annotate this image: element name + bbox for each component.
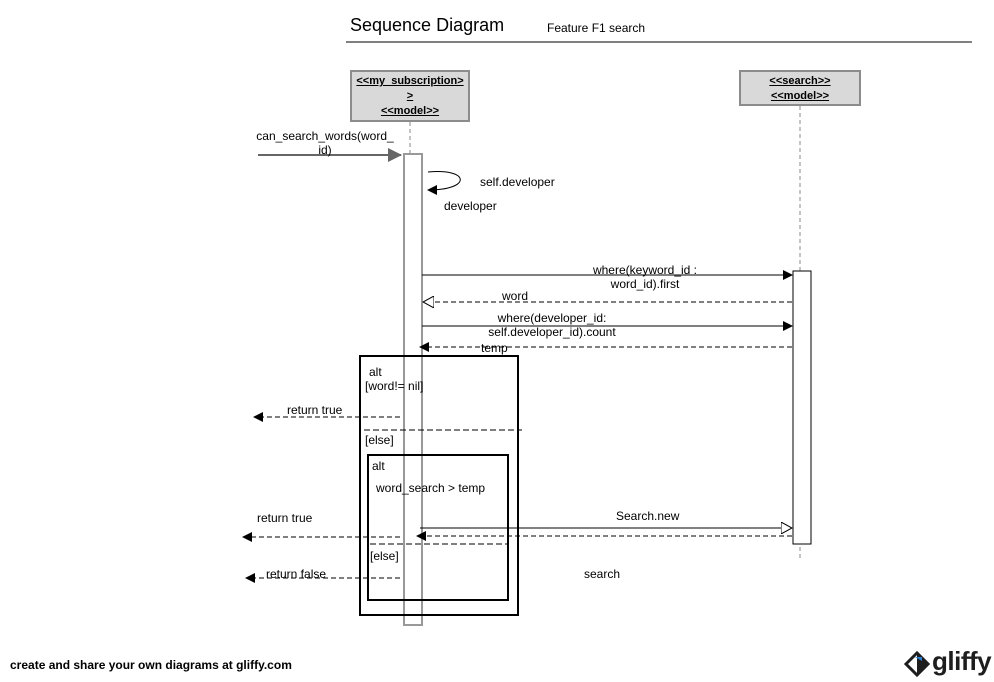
self-call-label: self.developer	[480, 175, 555, 189]
lifeline-search-line2: <<model>>	[770, 90, 830, 102]
activation-search	[792, 270, 812, 545]
activation-my-subscription	[403, 153, 423, 626]
where-developer-line2: self.developer_id).count	[488, 325, 616, 339]
outer-alt-label: alt	[369, 365, 382, 379]
diagram-subtitle: Feature F1 search	[547, 21, 646, 35]
where-developer-line1: where(developer_id:	[497, 311, 607, 325]
inner-alt-else: [else]	[370, 549, 399, 563]
self-return-label: developer	[444, 199, 497, 213]
word-return-label: word	[502, 289, 529, 303]
lifeline-my-subscription[interactable]: <<my_subscription> > <<model>>	[350, 70, 470, 122]
search-new-label: Search.new	[616, 509, 680, 523]
gliffy-logo[interactable]: gliffy	[902, 646, 992, 680]
diagram-title: Sequence Diagram	[350, 15, 505, 35]
outer-alt-else: [else]	[365, 433, 394, 447]
outer-alt-guard: [word!= nil]	[365, 379, 424, 393]
incoming-message-label: can_search_words(word_ id)	[250, 129, 400, 157]
search-return-label: search	[584, 567, 621, 581]
lifeline-my-subscription-line2: >	[406, 90, 414, 102]
where-developer-label: where(developer_id: self.developer_id).c…	[472, 311, 632, 339]
gliffy-logo-text: gliffy	[932, 646, 992, 676]
where-keyword-line1: where(keyword_id :	[592, 263, 698, 277]
lifeline-search-line1: <<search>>	[769, 75, 831, 87]
where-keyword-line2: word_id).first	[610, 277, 680, 291]
gliffy-logo-icon	[903, 650, 931, 678]
self-call-arrow	[427, 171, 461, 195]
return-true-label-1: return true	[287, 403, 343, 417]
outer-alt-fragment	[359, 355, 519, 616]
incoming-message-line1: can_search_words(word_	[256, 129, 394, 143]
lifeline-my-subscription-line3: <<model>>	[380, 105, 440, 117]
footer-text[interactable]: create and share your own diagrams at gl…	[10, 658, 292, 672]
return-false-label: return false	[266, 567, 327, 581]
where-keyword-label: where(keyword_id : word_id).first	[570, 263, 720, 291]
inner-alt-guard: word_search > temp	[376, 481, 486, 495]
lifeline-my-subscription-line1: <<my_subscription>	[356, 75, 464, 87]
inner-alt-label: alt	[372, 459, 385, 473]
lifeline-search[interactable]: <<search>> <<model>>	[739, 70, 861, 106]
return-true-label-2: return true	[257, 511, 313, 525]
incoming-message-line2: id)	[318, 143, 332, 157]
temp-return-label: temp	[481, 341, 508, 355]
